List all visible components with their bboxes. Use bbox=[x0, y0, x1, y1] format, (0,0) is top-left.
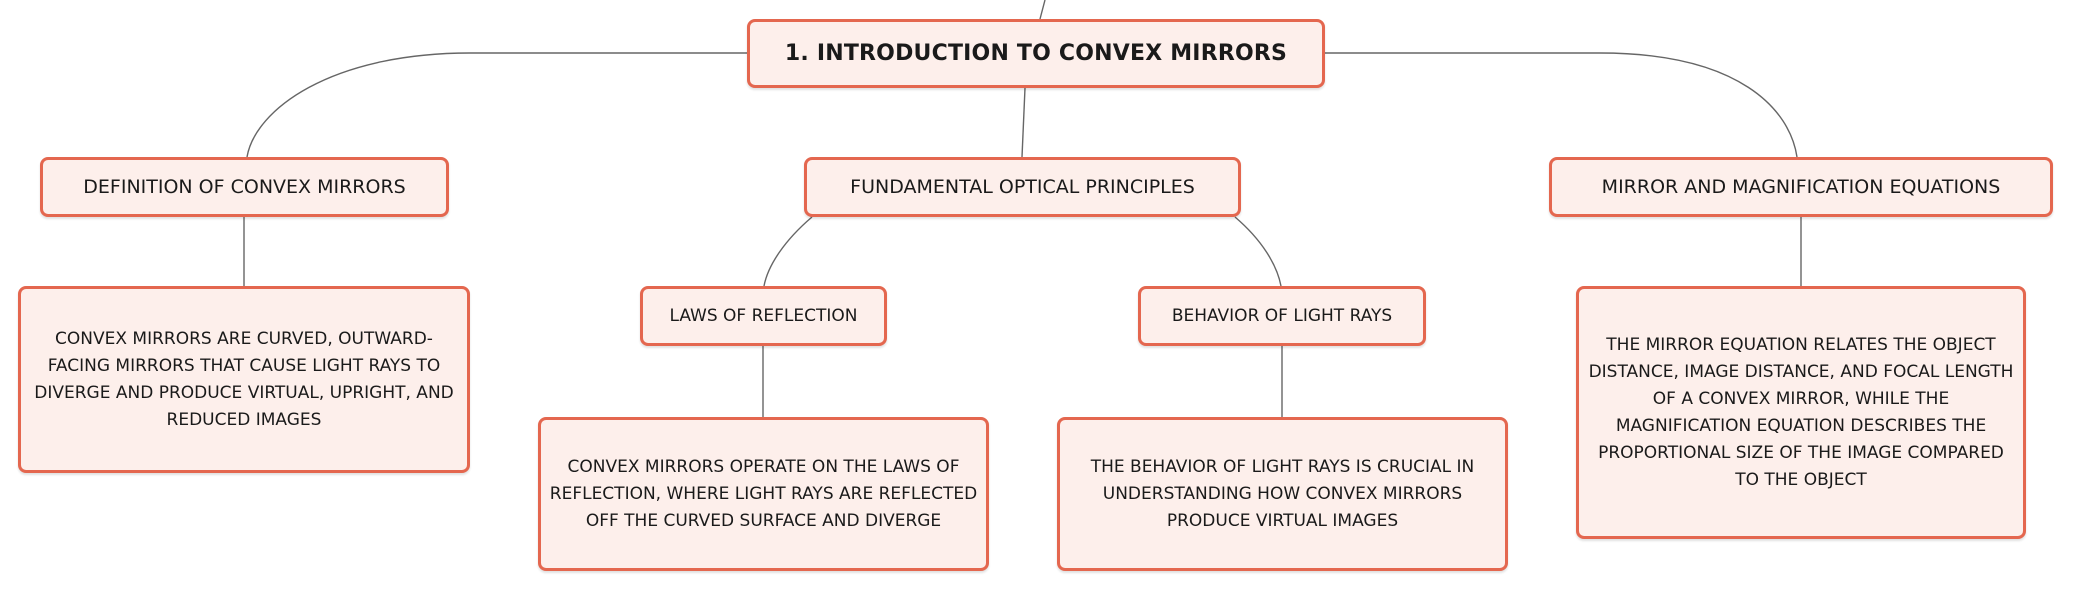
branch-node-equations[interactable]: MIRROR AND MAGNIFICATION EQUATIONS bbox=[1549, 157, 2053, 217]
detail-node-text: THE BEHAVIOR OF LIGHT RAYS IS CRUCIAL IN… bbox=[1090, 456, 1475, 531]
branch-node-definition[interactable]: DEFINITION OF CONVEX MIRRORS bbox=[40, 157, 449, 217]
connector-principles-laws bbox=[763, 216, 813, 287]
connector-parent-root bbox=[1039, 0, 1046, 20]
connector-root-definition bbox=[246, 52, 747, 158]
detail-node-behavior-of-light-rays[interactable]: THE BEHAVIOR OF LIGHT RAYS IS CRUCIAL IN… bbox=[1057, 417, 1508, 571]
detail-node-laws-of-reflection[interactable]: CONVEX MIRRORS OPERATE ON THE LAWS OF RE… bbox=[538, 417, 989, 571]
sub-node-behavior-of-light-rays[interactable]: BEHAVIOR OF LIGHT RAYS bbox=[1138, 286, 1426, 346]
detail-node-definition[interactable]: CONVEX MIRRORS ARE CURVED, OUTWARD-FACIN… bbox=[18, 286, 470, 473]
branch-node-label: MIRROR AND MAGNIFICATION EQUATIONS bbox=[1601, 176, 2001, 198]
connector-principles-behavior bbox=[1234, 216, 1282, 287]
detail-node-equations[interactable]: THE MIRROR EQUATION RELATES THE OBJECT D… bbox=[1576, 286, 2026, 539]
sub-node-laws-of-reflection[interactable]: LAWS OF REFLECTION bbox=[640, 286, 887, 346]
connector-root-principles bbox=[1021, 87, 1026, 158]
sub-node-label: LAWS OF REFLECTION bbox=[669, 306, 858, 326]
detail-node-text: CONVEX MIRRORS ARE CURVED, OUTWARD-FACIN… bbox=[34, 328, 454, 430]
detail-node-text: CONVEX MIRRORS OPERATE ON THE LAWS OF RE… bbox=[549, 456, 978, 531]
branch-node-principles[interactable]: FUNDAMENTAL OPTICAL PRINCIPLES bbox=[804, 157, 1241, 217]
branch-node-label: FUNDAMENTAL OPTICAL PRINCIPLES bbox=[850, 176, 1195, 198]
sub-node-label: BEHAVIOR OF LIGHT RAYS bbox=[1171, 306, 1393, 326]
detail-node-text: THE MIRROR EQUATION RELATES THE OBJECT D… bbox=[1588, 334, 2014, 490]
connector-root-equations bbox=[1325, 52, 1798, 158]
root-node[interactable]: 1. INTRODUCTION TO CONVEX MIRRORS bbox=[747, 19, 1325, 88]
branch-node-label: DEFINITION OF CONVEX MIRRORS bbox=[83, 176, 406, 198]
root-node-label: 1. INTRODUCTION TO CONVEX MIRRORS bbox=[784, 41, 1288, 66]
